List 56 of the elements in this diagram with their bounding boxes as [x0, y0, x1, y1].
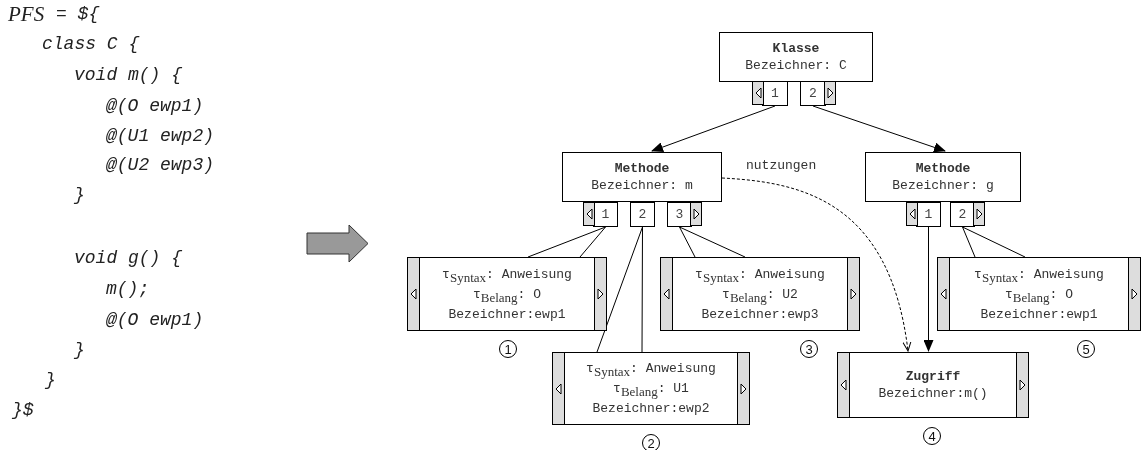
tree-node — [719, 32, 873, 82]
code-line: @(O ewp1) — [106, 309, 204, 331]
slot-box — [630, 202, 655, 227]
code-line: @(U2 ewp3) — [106, 154, 215, 176]
slot-number: 2 — [809, 86, 817, 101]
circled-number: 2 — [642, 434, 660, 450]
statement-node — [552, 352, 750, 425]
circled-number: 3 — [800, 340, 818, 358]
code-line: }$ — [12, 399, 34, 421]
statement-node — [937, 257, 1141, 331]
code-line: void g() { — [74, 247, 183, 269]
node-text: Bezeichner:ewp1 — [980, 305, 1098, 323]
callout-line — [596, 226, 643, 353]
statement-node — [837, 352, 1029, 418]
code-line: } — [45, 369, 56, 391]
node-text: Bezeichner:ewp1 — [448, 305, 566, 323]
slot-number: 3 — [675, 207, 684, 222]
code-line: m(); — [106, 278, 150, 300]
code-line: } — [74, 339, 85, 361]
code-line: class C { — [42, 33, 140, 55]
arrow — [651, 105, 776, 152]
callout-line — [962, 226, 1026, 258]
circled-number: 4 — [923, 427, 941, 445]
slot-number: 2 — [638, 207, 647, 222]
node-title: Zugriff — [905, 368, 961, 385]
node-text: Bezeichner: g — [892, 177, 994, 194]
callout-line — [527, 226, 606, 258]
node-title: Methode — [614, 160, 670, 177]
slot-number: 1 — [601, 207, 610, 222]
edge-label: nutzungen — [745, 158, 818, 173]
circled-number: 1 — [499, 340, 517, 358]
callout-line — [679, 226, 746, 258]
node-text: Bezeichner:m() — [878, 385, 988, 402]
code-line: } — [74, 184, 85, 206]
statement-node — [407, 257, 607, 331]
node-title: Klasse — [772, 40, 820, 57]
slot-number: 1 — [924, 207, 933, 222]
code-line: PFS — [8, 3, 45, 25]
slot-number: 2 — [958, 207, 967, 222]
node-text: Bezeichner:ewp2 — [592, 400, 710, 417]
code-line: @(U1 ewp2) — [106, 125, 215, 147]
code-line: @(O ewp1) — [106, 95, 204, 117]
tree-node — [562, 152, 722, 202]
node-text: Bezeichner: m — [591, 177, 693, 194]
arrow — [923, 226, 934, 352]
slot-number: 1 — [771, 86, 779, 101]
node-title: Methode — [915, 160, 971, 177]
dashed-arrow — [721, 177, 911, 352]
node-text: Bezeichner:ewp3 — [701, 305, 819, 323]
tree-node — [865, 152, 1021, 202]
code-line: = ${ — [56, 3, 100, 25]
code-line: void m() { — [74, 64, 183, 86]
arrow — [812, 105, 946, 153]
statement-node — [660, 257, 860, 331]
circled-number: 5 — [1077, 340, 1095, 358]
node-text: Bezeichner: C — [745, 57, 847, 74]
